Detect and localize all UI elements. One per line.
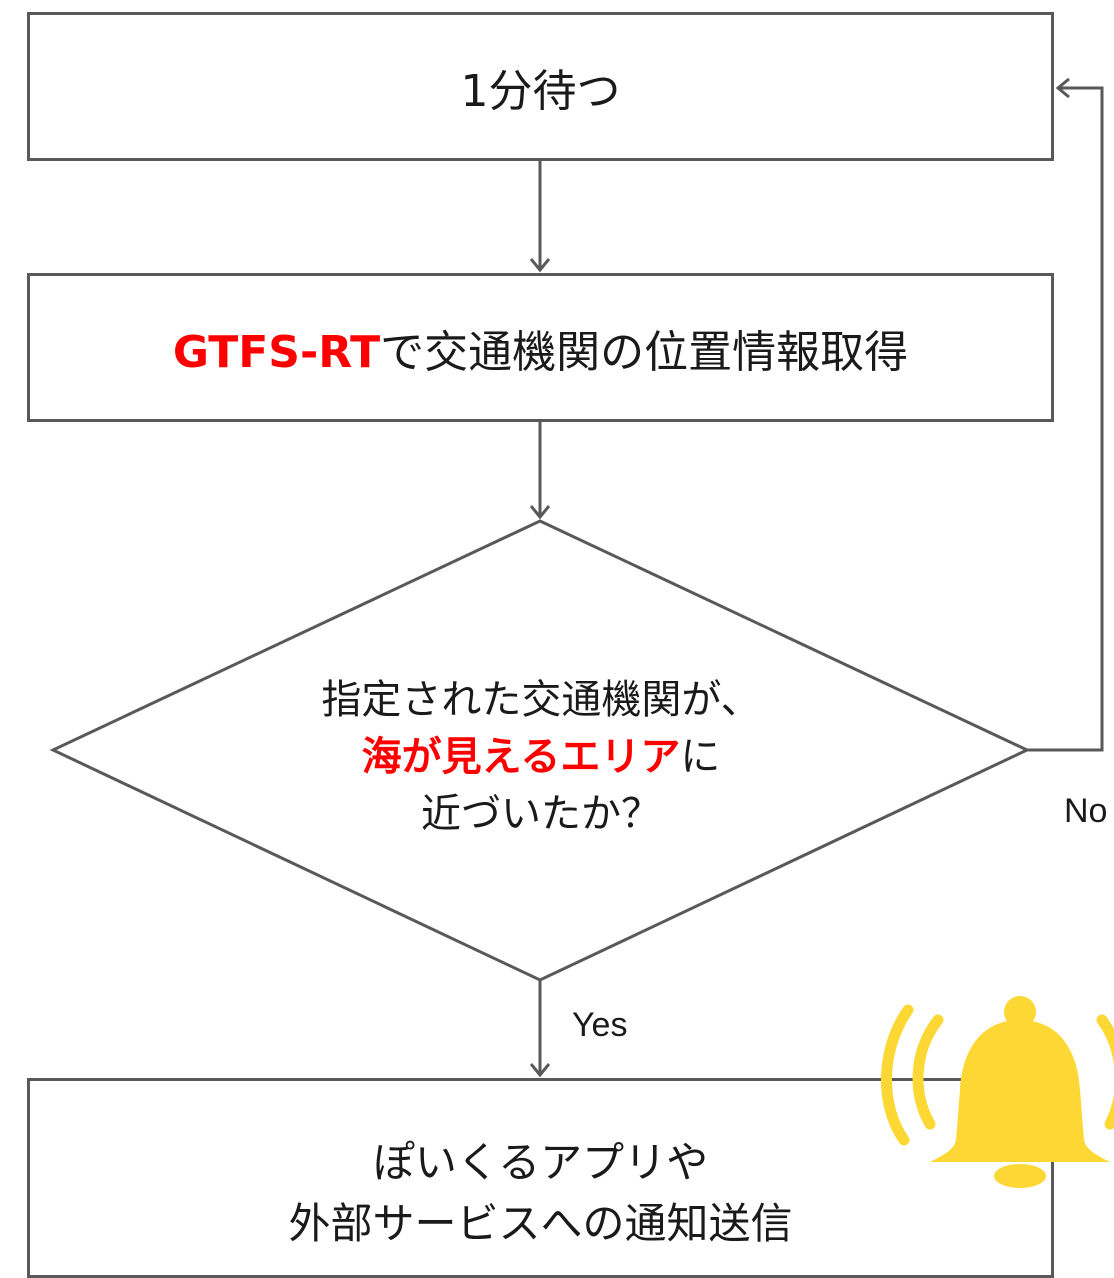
bell-ringing-icon: [881, 996, 1114, 1188]
decision-label: 指定された交通機関が、 海が見えるエリアに 近づいたか？: [180, 672, 902, 842]
decision-line-2: 海が見えるエリアに: [180, 729, 902, 786]
step-notify-box: ぽいくるアプリや 外部サービスへの通知送信: [27, 1078, 1054, 1278]
decision-line-2-rest: に: [680, 733, 721, 780]
step-fetch-highlight: GTFS-RT: [172, 326, 381, 378]
step-notify-line-1: ぽいくるアプリや: [372, 1138, 709, 1187]
decision-line-1: 指定された交通機関が、: [321, 677, 761, 723]
step-fetch-box: GTFS-RTで交通機関の位置情報取得: [27, 273, 1054, 422]
step-wait-box: 1分待つ: [27, 12, 1054, 161]
decision-line-3: 近づいたか？: [421, 790, 661, 837]
yes-label: Yes: [572, 1006, 628, 1044]
step-notify-line-2: 外部サービスへの通知送信: [288, 1198, 793, 1248]
no-label: No: [1064, 792, 1108, 830]
step-fetch-rest: で交通機関の位置情報取得: [380, 326, 909, 378]
step-fetch-label: GTFS-RTで交通機関の位置情報取得: [173, 316, 908, 380]
step-wait-label: 1分待つ: [460, 65, 621, 117]
arrow-no-loop: [1027, 88, 1104, 752]
decision-highlight: 海が見えるエリア: [361, 733, 681, 780]
